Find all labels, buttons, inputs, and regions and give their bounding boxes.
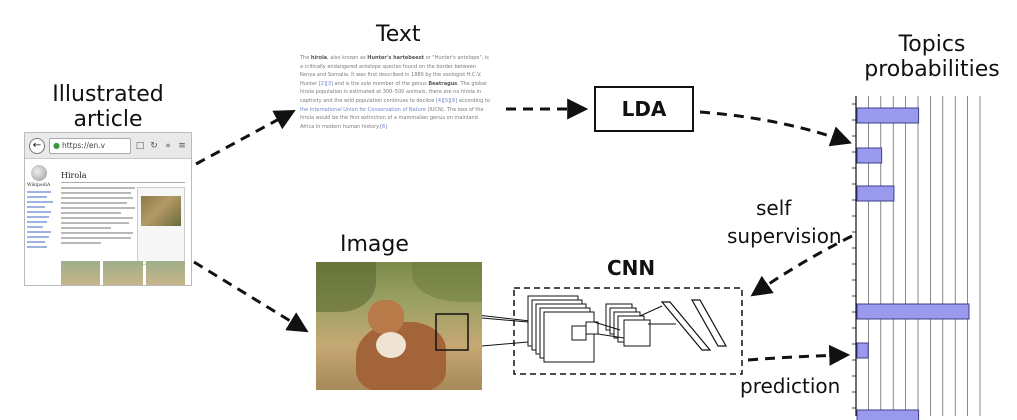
illustrated-article-label-line1: Illustrated xyxy=(52,82,164,107)
kernel-square xyxy=(571,325,587,341)
infobox xyxy=(137,187,185,265)
cnn-layer-2 xyxy=(605,303,651,347)
topic-bar xyxy=(856,107,920,124)
article-text-thumbnail: The hirola, also known as Hunter's harte… xyxy=(300,54,490,169)
photo-antelope-head xyxy=(368,300,404,334)
fc-layer-1 xyxy=(660,301,712,351)
text-run: , also known as xyxy=(327,55,368,61)
lock-icon: ● xyxy=(53,141,60,150)
prediction-label: prediction xyxy=(740,374,841,398)
projection-line xyxy=(593,321,621,331)
text-link[interactable]: [4][5][6] xyxy=(435,97,458,104)
browser-toolbar: ← ● https://en.v □ ↻ » ≡ xyxy=(25,133,191,159)
projection-line xyxy=(597,333,625,339)
photo-antelope-body xyxy=(356,322,446,390)
text-run: The xyxy=(300,55,311,61)
text-link[interactable]: [2][3] xyxy=(318,80,333,87)
overflow-icon[interactable]: » xyxy=(165,140,171,151)
photo-foliage xyxy=(412,262,482,302)
wikipedia-globe-icon xyxy=(31,165,47,181)
arrow-article-to-text xyxy=(195,109,296,166)
topics-probabilities-label: Topics probabilities xyxy=(862,32,1002,82)
gallery-thumb xyxy=(103,261,143,285)
photo-antelope-throat xyxy=(376,332,406,358)
infobox-image xyxy=(141,196,181,226)
arrow-self-supervision xyxy=(750,234,853,297)
text-run: hirola xyxy=(310,55,328,61)
topic-bar xyxy=(856,303,970,320)
gallery-thumb xyxy=(145,261,185,285)
illustrated-article-label: Illustrated article xyxy=(38,82,178,132)
menu-icon[interactable]: ≡ xyxy=(178,140,186,151)
fc-layer-2 xyxy=(690,299,728,347)
text-link[interactable]: [6] xyxy=(380,123,388,130)
cnn-box xyxy=(513,287,743,375)
browser-thumbnail: ← ● https://en.v □ ↻ » ≡ WikipediA Hirol… xyxy=(24,132,192,286)
text-run: . The global hirola population is estima… xyxy=(300,80,487,104)
text-link[interactable]: the International Union for Conservation… xyxy=(300,106,426,113)
lda-box: LDA xyxy=(594,86,694,132)
back-icon[interactable]: ← xyxy=(29,137,45,154)
topic-bar xyxy=(856,185,895,202)
reload-icon[interactable]: ↻ xyxy=(150,140,158,151)
text-run: and is the sole member of the genus xyxy=(332,80,429,87)
browser-page: WikipediA Hirola xyxy=(25,159,191,285)
topic-bar xyxy=(856,147,883,164)
reader-icon[interactable]: □ xyxy=(135,140,145,151)
illustrated-article-label-line2: article xyxy=(73,107,143,132)
projection-line xyxy=(639,305,663,317)
text-run: according to xyxy=(457,97,490,104)
cnn-layer-1 xyxy=(527,295,595,363)
antelope-photo xyxy=(316,262,482,390)
kernel-square xyxy=(585,321,599,335)
text-run: (IUCN). The loss of the hirola would be … xyxy=(300,106,484,130)
sidebar-links xyxy=(27,191,55,251)
url-text: https://en.v xyxy=(61,141,106,150)
url-bar[interactable]: ● https://en.v xyxy=(49,137,131,154)
arrow-article-to-image xyxy=(193,260,309,333)
text-run: Hunter's hartebeest xyxy=(367,55,424,61)
text-run: or "Hunter's antelope", is a critically … xyxy=(300,55,489,87)
wikipedia-wordmark: WikipediA xyxy=(27,183,51,188)
topic-bar xyxy=(856,342,869,359)
article-title: Hirola xyxy=(61,171,87,180)
topics-label-line2: probabilities xyxy=(864,57,1000,82)
supervision-label: supervision xyxy=(727,224,842,248)
self-label: self xyxy=(756,196,792,220)
text-label: Text xyxy=(376,22,421,47)
photo-foliage xyxy=(316,262,376,312)
topic-bar xyxy=(856,409,920,420)
topics-chart xyxy=(852,96,981,420)
gallery-thumb xyxy=(61,261,101,285)
title-rule xyxy=(61,182,185,183)
gallery-thumbnails xyxy=(61,261,185,285)
arrow-lda-to-topics xyxy=(699,110,852,147)
lda-label: LDA xyxy=(621,97,667,121)
arrow-prediction xyxy=(747,344,851,366)
image-label: Image xyxy=(340,232,409,257)
cnn-label: CNN xyxy=(607,256,656,280)
topics-label-line1: Topics xyxy=(898,32,966,57)
text-run: Beatragus xyxy=(428,80,458,87)
article-body-lines xyxy=(61,187,135,247)
